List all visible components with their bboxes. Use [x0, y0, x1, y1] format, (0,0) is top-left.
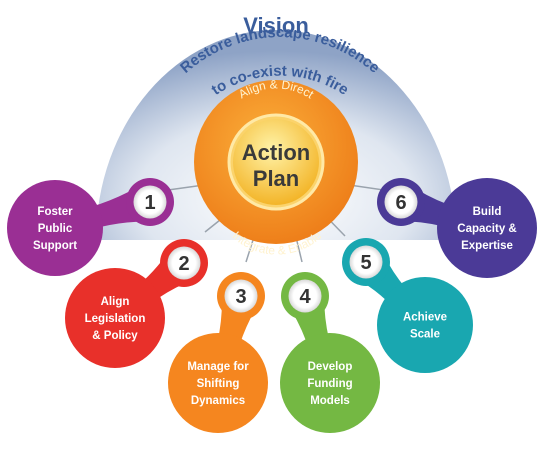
node-label-line: Shifting — [197, 378, 240, 390]
hub-title-line-2: Plan — [253, 166, 299, 191]
node-label-line: Legislation — [85, 313, 146, 325]
node-label-line: Foster — [37, 206, 73, 218]
node-number: 5 — [360, 252, 371, 274]
number-disc — [384, 185, 418, 219]
number-disc — [224, 279, 258, 313]
node-label-line: Align — [101, 296, 130, 308]
node-number: 6 — [395, 192, 406, 214]
node-label-line: Develop — [308, 361, 353, 373]
node-number: 4 — [299, 286, 311, 308]
node-label-line: Public — [38, 223, 73, 235]
node-number: 3 — [235, 286, 246, 308]
node-label-line: Funding — [307, 378, 352, 390]
number-disc — [133, 185, 167, 219]
node-label-line: Manage for — [187, 361, 249, 373]
node-bubble — [168, 333, 268, 433]
node-label-line: Models — [310, 395, 350, 407]
node-bubble — [377, 277, 473, 373]
node-label-line: Capacity & — [457, 223, 516, 235]
node-label-line: & Policy — [92, 330, 138, 342]
node-bubble — [65, 268, 165, 368]
node-label-line: Scale — [410, 329, 440, 341]
node-label-line: Achieve — [403, 312, 447, 324]
number-disc — [167, 246, 201, 280]
node-label-line: Dynamics — [191, 395, 245, 407]
node-number: 2 — [178, 253, 189, 275]
node-label-line: Build — [473, 206, 502, 218]
node-bubble — [7, 180, 103, 276]
node-label-line: Support — [33, 240, 77, 252]
node-bubble — [437, 178, 537, 278]
hub-title-line-1: Action — [242, 140, 310, 165]
node-bubble — [280, 333, 380, 433]
vision-title: Vision — [243, 13, 309, 38]
node-label-line: Expertise — [461, 240, 513, 252]
number-disc — [349, 245, 383, 279]
node-number: 1 — [144, 192, 155, 214]
action-plan-hub — [194, 80, 358, 244]
number-disc — [288, 279, 322, 313]
